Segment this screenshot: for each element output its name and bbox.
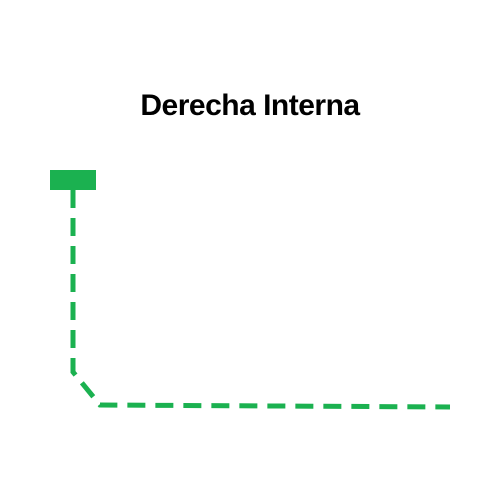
start-marker	[50, 170, 96, 190]
dashed-route-path	[70, 190, 451, 410]
diagram-title: Derecha Interna	[140, 89, 360, 122]
